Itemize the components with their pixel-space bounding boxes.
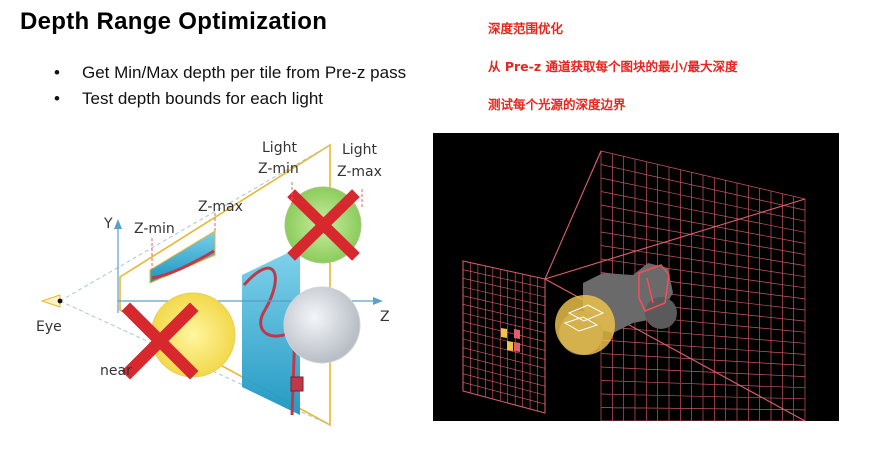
light-sphere-yellow	[555, 295, 615, 355]
depth-range-diagram: Y Z Eye Z-min Z-max Light Z-min Light Z-…	[36, 140, 390, 427]
cn-annotation-bullet-1: 从 Pre-z 通道获取每个图块的最小/最大深度	[488, 59, 738, 74]
light-zmin-label: Z-min	[258, 161, 299, 177]
light-visible-sphere	[283, 286, 361, 364]
cn-annotation-title: 深度范围优化	[488, 21, 564, 36]
slide-title: Depth Range Optimization	[20, 8, 328, 35]
near-plane-grid	[462, 260, 546, 414]
light-bounds-red	[638, 264, 670, 312]
tile-frustum-render	[433, 133, 839, 421]
tile-zmax-label: Z-max	[198, 199, 243, 215]
bullet-item: Test depth bounds for each light	[52, 86, 406, 112]
light-zmin-label-title: Light	[262, 140, 297, 156]
leader-lines	[151, 182, 363, 270]
eye-label: Eye	[36, 319, 62, 335]
z-axis-label: Z	[380, 309, 390, 325]
bullet-list: Get Min/Max depth per tile from Pre-z pa…	[52, 60, 406, 112]
tile-zmin-label: Z-min	[134, 221, 175, 237]
y-axis-label: Y	[103, 216, 113, 232]
culled-light-x-icon	[121, 302, 199, 380]
light-zmax-label: Z-max	[337, 164, 382, 180]
near-plane-label: near	[100, 363, 132, 379]
tile-depth-range	[149, 230, 304, 416]
cn-annotation-bullet-2: 测试每个光源的深度边界	[488, 97, 626, 112]
eye-marker: Eye	[36, 294, 63, 335]
light-zmax-label-title: Light	[342, 142, 377, 158]
culled-light-x-icon	[287, 189, 360, 261]
bullet-item: Get Min/Max depth per tile from Pre-z pa…	[52, 60, 406, 86]
light-bounds-box	[563, 304, 605, 332]
